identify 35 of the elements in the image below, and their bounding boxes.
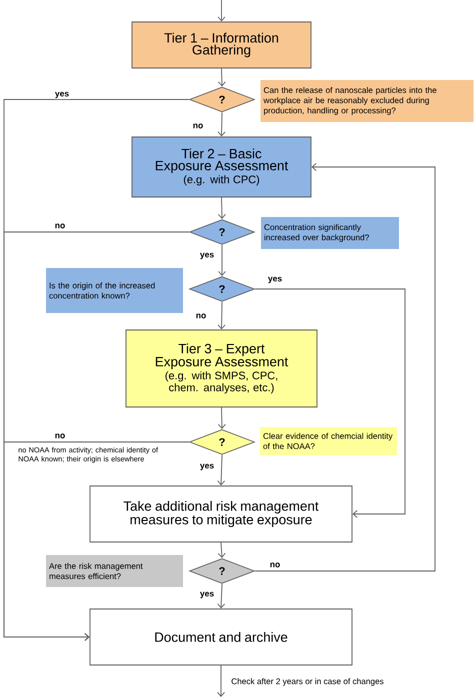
question-box: Is the origin of the increased concentration known? bbox=[46, 268, 183, 313]
question-box: Clear evidence of chemcial identity of the NOAA? bbox=[260, 427, 397, 455]
edge-label: yes bbox=[198, 252, 216, 260]
arrow bbox=[217, 454, 226, 486]
edge-label: no bbox=[194, 312, 208, 320]
edge-label: no bbox=[54, 432, 66, 440]
arrow bbox=[218, 407, 226, 430]
arrow bbox=[217, 665, 225, 697]
arrow bbox=[218, 542, 226, 558]
arrow bbox=[218, 197, 226, 220]
arrow bbox=[218, 112, 226, 137]
arrow bbox=[254, 288, 406, 518]
question-box: Are the risk management measures efficient? bbox=[46, 555, 183, 587]
edge-label: yes bbox=[266, 276, 284, 284]
edge-label: yes bbox=[198, 590, 216, 600]
edge-label: Check after 2 years or in case of changes bbox=[230, 677, 385, 687]
edge-label: yes bbox=[54, 90, 70, 100]
question-box: Can the release of nanoscale particles into the workplace air be reasonably excluded during production, handling or processing? bbox=[260, 80, 474, 122]
edge-label: no bbox=[54, 222, 66, 230]
process-box: Take additional risk management measures to mitigate exposure bbox=[90, 486, 352, 542]
process-box: Tier 1 – Information Gathering bbox=[132, 22, 312, 68]
arrow bbox=[218, 244, 226, 276]
arrow bbox=[217, 584, 226, 609]
arrow bbox=[4, 442, 190, 641]
arrow bbox=[218, 0, 226, 22]
arrow bbox=[218, 302, 226, 330]
arrow bbox=[254, 163, 436, 572]
process-box: Tier 2 – Basic Exposure Assessment (e.g. with CPC) bbox=[132, 136, 312, 198]
process-box: Document and archive bbox=[90, 608, 352, 666]
edge-label: yes bbox=[198, 462, 216, 472]
edge-label: no bbox=[268, 562, 282, 568]
edge-label: no bbox=[192, 122, 204, 130]
process-box: Tier 3 – Expert Exposure Assessment (e.g. with SMPS, CPC, chem. analyses, etc.) bbox=[126, 330, 318, 408]
arrow bbox=[218, 68, 226, 87]
question-box: Concentration significantly increased over background? bbox=[261, 217, 399, 249]
